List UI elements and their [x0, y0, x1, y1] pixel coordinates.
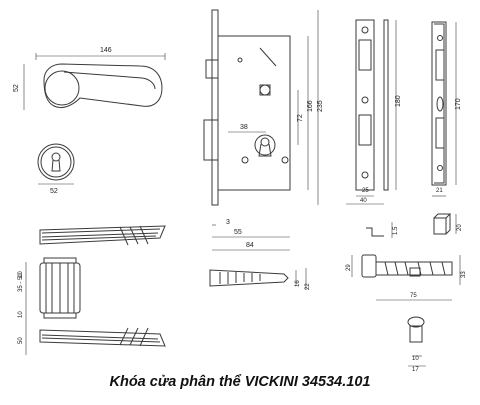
- dim-lock-235: 235: [317, 100, 324, 112]
- dim-lock-38: 38: [240, 124, 248, 131]
- mortise-lock-body: 38 72 166 235 3 55 84: [203, 9, 324, 251]
- fixing-screw: 16 22: [209, 268, 311, 290]
- dim-handle-height: 52: [13, 84, 20, 92]
- dim-cyl-33: 33: [461, 271, 467, 278]
- dim-cyl-29: 29: [346, 264, 352, 271]
- dim-strike-21: 21: [436, 188, 443, 194]
- product-caption: Khóa cửa phân thể VICKINI 34534.101: [109, 374, 371, 390]
- dim-strike-170: 170: [455, 98, 462, 110]
- dim-key-17: 17: [412, 367, 419, 373]
- dim-lock-72: 72: [297, 114, 304, 122]
- dim-handle-10: 10: [18, 311, 24, 318]
- dim-handle-35-50: 35 - 50: [18, 273, 24, 292]
- escutcheon-rose: 52: [37, 143, 75, 195]
- dim-key-10: 10: [412, 356, 419, 362]
- lever-handle-side: 35 - 50 10 10 50: [18, 225, 166, 355]
- dim-plate-180: 180: [395, 95, 402, 107]
- dim-screw-22: 22: [305, 283, 311, 290]
- dim-screw-16: 16: [295, 280, 301, 287]
- dim-cyl-75: 75: [410, 293, 417, 299]
- thumb-turn: 10 17: [407, 316, 426, 373]
- dim-handle-10b: 10: [18, 271, 24, 278]
- dim-plate-15: 1.5: [393, 226, 399, 235]
- dim-block-20: 20: [457, 224, 463, 231]
- dim-plate-40: 40: [360, 198, 367, 204]
- small-parts: 1.5 20: [366, 213, 463, 238]
- euro-cylinder: 29 33 75: [346, 254, 467, 301]
- strike-plate: 21 170: [431, 21, 462, 197]
- dim-handle-width: 146: [100, 47, 112, 54]
- face-plate: 25 40 180: [346, 19, 402, 205]
- dim-lock-166: 166: [307, 100, 314, 112]
- dim-plate-25: 25: [362, 188, 369, 194]
- dim-lock-3: 3: [226, 219, 230, 226]
- handle-top-view: 146 52: [13, 47, 166, 110]
- dim-handle-50: 50: [18, 337, 24, 344]
- dim-lock-55: 55: [234, 229, 242, 236]
- dim-lock-84: 84: [246, 242, 254, 249]
- dim-rose-width: 52: [50, 188, 58, 195]
